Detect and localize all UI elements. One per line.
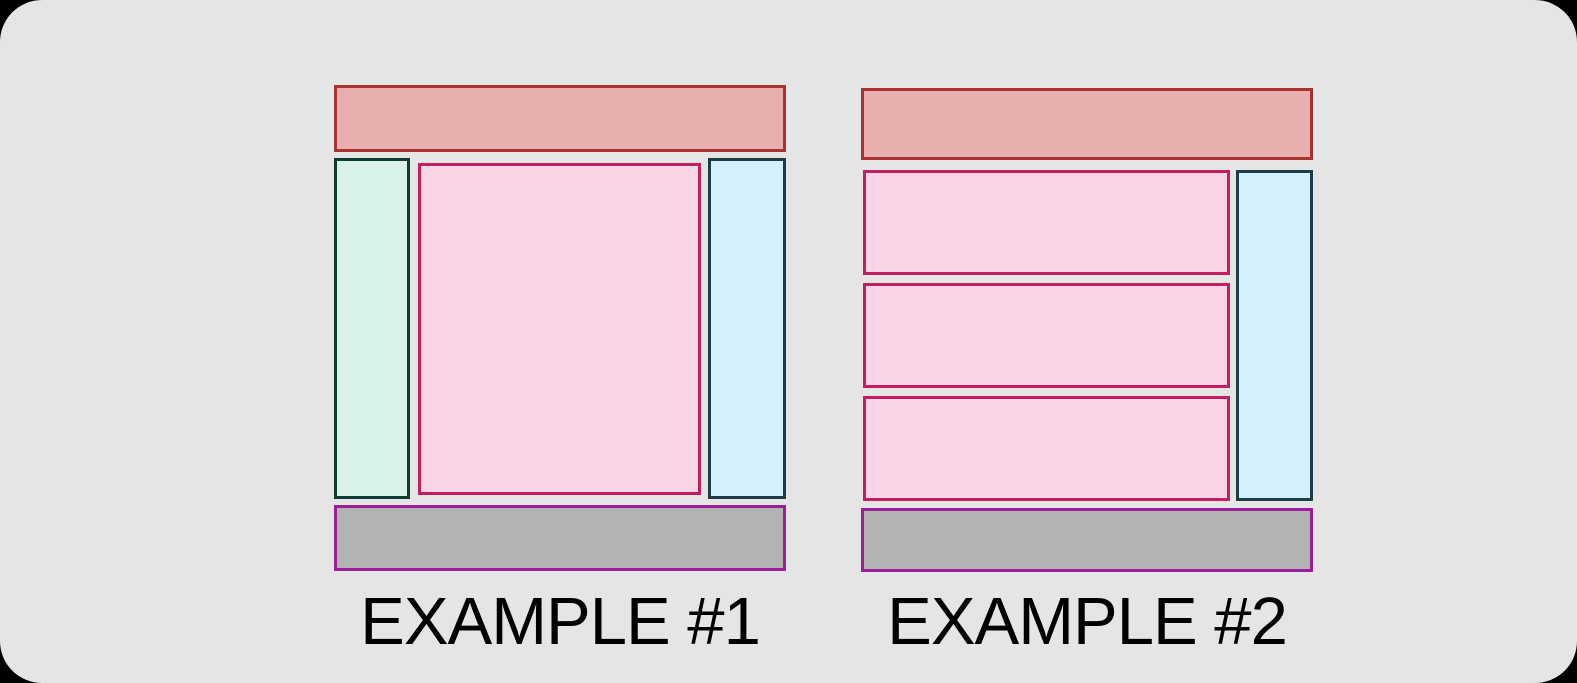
example1-main-content-region [418,163,701,495]
example1-caption: EXAMPLE #1 [360,584,761,659]
example2-header-region [861,88,1313,160]
example2-footer-region [861,508,1313,572]
example2-caption: EXAMPLE #2 [887,584,1288,659]
example1-header-region [334,85,786,152]
example1-right-sidebar-region [708,158,786,499]
example1-left-sidebar-region [334,158,410,499]
example2-main-content-region-1 [863,170,1230,275]
example2-main-content-region-3 [863,396,1230,501]
example1-footer-region [334,505,786,571]
example2-main-content-region-2 [863,283,1230,388]
example2-right-sidebar-region [1236,170,1313,501]
